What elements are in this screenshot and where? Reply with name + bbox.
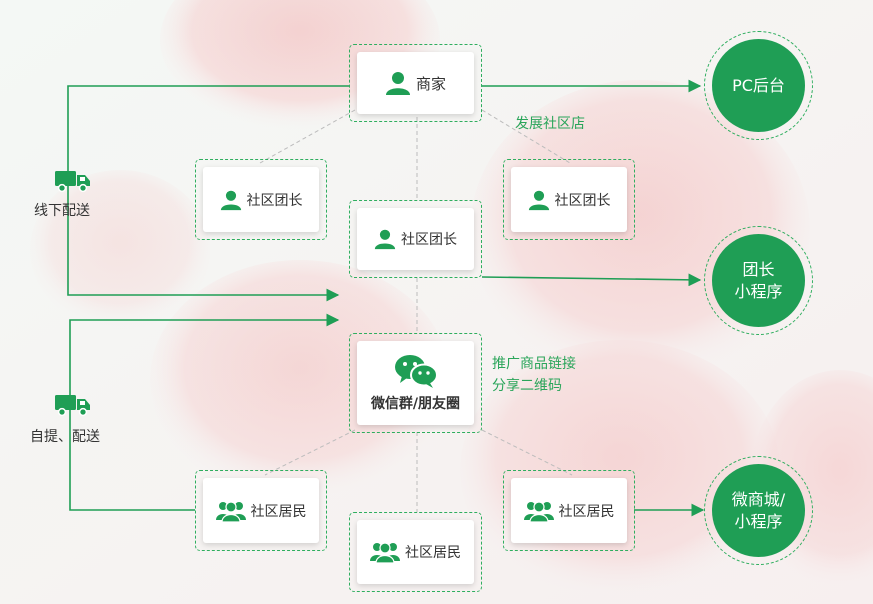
leader-left-node[interactable]: 社区团长 — [203, 167, 319, 232]
shop-label-line2: 小程序 — [734, 511, 783, 531]
shop-label-line1: 微商城/ — [731, 489, 786, 509]
leader-center-label: 社区团长 — [401, 232, 457, 248]
leader-right-node[interactable]: 社区团长 — [511, 167, 627, 232]
person-icon — [528, 189, 550, 211]
pc-backend-circle[interactable]: PC后台 — [712, 39, 805, 132]
people-icon — [215, 500, 246, 522]
pickup-delivery-label: 自提、配送 — [30, 429, 100, 445]
person-icon — [385, 71, 411, 95]
leader-app-circle[interactable]: 团长 小程序 — [712, 234, 805, 327]
leader-right-label: 社区团长 — [554, 192, 611, 209]
merchant-label: 商家 — [415, 74, 446, 93]
wechat-icon — [394, 353, 438, 389]
resident-center-node[interactable]: 社区居民 — [357, 520, 474, 584]
resident-left-node[interactable]: 社区居民 — [203, 478, 319, 543]
leader-right-node-frame: 社区团长 — [503, 159, 635, 240]
resident-right-node-frame: 社区居民 — [503, 470, 635, 551]
resident-right-label: 社区居民 — [558, 503, 615, 520]
leader-app-label-line2: 小程序 — [734, 281, 783, 301]
leader-center-node[interactable]: 社区团长 — [357, 208, 474, 270]
person-icon — [374, 228, 396, 250]
resident-center-label: 社区居民 — [405, 545, 461, 561]
offline-delivery-label: 线下配送 — [34, 203, 90, 219]
develop-label: 发展社区店 — [515, 116, 585, 132]
merchant-node-frame: 商家 — [349, 44, 482, 122]
pc-backend-label: PC后台 — [732, 75, 785, 95]
promote-label-line2: 分享二维码 — [492, 378, 562, 394]
shop-circle[interactable]: 微商城/ 小程序 — [712, 464, 805, 557]
wechat-node-frame: 微信群/朋友圈 — [349, 333, 482, 433]
people-icon — [370, 541, 400, 563]
truck-icon — [55, 168, 91, 198]
leader-app-label-line1: 团长 — [742, 259, 775, 279]
shop-circle-frame: 微商城/ 小程序 — [704, 456, 813, 565]
promote-label-line1: 推广商品链接 — [492, 356, 576, 372]
resident-left-node-frame: 社区居民 — [195, 470, 327, 551]
merchant-node[interactable]: 商家 — [357, 52, 474, 114]
resident-center-node-frame: 社区居民 — [349, 512, 482, 592]
person-icon — [220, 189, 242, 211]
leader-app-circle-frame: 团长 小程序 — [704, 226, 813, 335]
resident-right-node[interactable]: 社区居民 — [511, 478, 627, 543]
wechat-label: 微信群/朋友圈 — [370, 396, 461, 412]
truck-icon — [55, 392, 91, 422]
people-icon — [523, 500, 554, 522]
leader-center-node-frame: 社区团长 — [349, 200, 482, 278]
resident-left-label: 社区居民 — [250, 503, 307, 520]
promote-label: 推广商品链接 分享二维码 — [492, 353, 576, 397]
pc-backend-circle-frame: PC后台 — [704, 31, 813, 140]
leader-left-label: 社区团长 — [246, 192, 303, 209]
leader-left-node-frame: 社区团长 — [195, 159, 327, 240]
wechat-node[interactable]: 微信群/朋友圈 — [357, 341, 474, 425]
